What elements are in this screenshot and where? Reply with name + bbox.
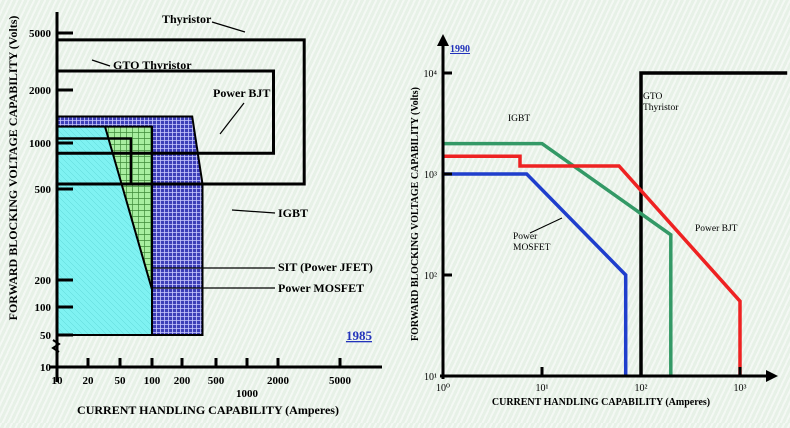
label-power-mosfet: Power xyxy=(513,232,538,242)
right-y-tick-label: 10³ xyxy=(424,170,437,181)
left-y-tick-label-10: 10 xyxy=(40,362,52,374)
left-x-tick-label-20: 20 xyxy=(83,375,95,387)
leader-gto-thyristor xyxy=(91,59,111,67)
right-y-tick-label: 10¹ xyxy=(424,372,437,383)
left-x-tick-label-5000: 5000 xyxy=(329,375,352,387)
right-x-tick-label: 10¹ xyxy=(536,383,549,394)
left-y-tick-label-500: 500 xyxy=(35,184,52,196)
left-x-tick-label-10: 10 xyxy=(52,375,64,387)
label-thyristor: Thyristor xyxy=(162,12,212,26)
label-sit-power-jfet: SIT (Power JFET) xyxy=(278,260,373,274)
left-x-tick-label-50: 50 xyxy=(115,375,127,387)
left-y-tick-label-50: 50 xyxy=(40,330,52,342)
right-x-tick-label: 10² xyxy=(635,383,648,394)
right-y-axis-label: FORWARD BLOCKING VOLTAGE CAPABILITY (Vol… xyxy=(410,87,421,341)
label-power-mosfet: Power MOSFET xyxy=(278,281,364,295)
left-year-label[interactable]: 1985 xyxy=(346,328,373,343)
left-axis-break xyxy=(51,339,61,353)
left-x-axis-label: CURRENT HANDLING CAPABILITY (Amperes) xyxy=(77,403,339,417)
label-igbt: IGBT xyxy=(508,114,530,124)
left-x-tick-label-100: 100 xyxy=(144,375,161,387)
label-gto-thyristor: GTO Thyristor xyxy=(113,58,192,72)
left-y-tick-label-5000: 5000 xyxy=(29,28,52,40)
left-y-tick-label-200: 200 xyxy=(35,275,52,287)
right-y-tick-label: 10⁴ xyxy=(424,69,438,80)
left-y-tick-label-2000: 2000 xyxy=(29,85,52,97)
left-x-tick-label-200: 200 xyxy=(174,375,191,387)
line-igbt xyxy=(443,141,673,376)
label-gto-thyristor-line2: Thyristor xyxy=(643,103,679,113)
label-gto-thyristor: GTO xyxy=(643,92,662,102)
right-x-tick-label: 10⁰ xyxy=(436,383,450,394)
leader-thyristor xyxy=(211,21,246,33)
left-y-tick-label-1000: 1000 xyxy=(29,138,52,150)
leader-igbt xyxy=(231,209,276,214)
label-power-bjt: Power BJT xyxy=(213,86,270,100)
leader-power-bjt xyxy=(219,102,245,135)
left-x-tick-label-500: 500 xyxy=(208,375,225,387)
label-power-bjt: Power BJT xyxy=(695,224,738,234)
right-x-arrow xyxy=(766,370,778,382)
right-year-label[interactable]: 1990 xyxy=(450,44,470,55)
label-power-mosfet-line2: MOSFET xyxy=(513,243,551,253)
right-axes xyxy=(437,34,778,382)
leader-power-mosfet xyxy=(529,217,563,234)
chart-1985: 5000 2000 1000 500 200 100 50 10 10 20 50 100 200 50… xyxy=(6,12,382,417)
left-y-tick-label-100: 100 xyxy=(35,302,52,314)
right-x-axis-label: CURRENT HANDLING CAPABILITY (Amperes) xyxy=(492,397,710,408)
left-y-axis-label: FORWARD BLOCKING VOLTAGE CAPABILITY (Vol… xyxy=(6,16,20,321)
label-igbt: IGBT xyxy=(278,206,308,220)
line-power-mosfet xyxy=(443,172,628,376)
right-x-tick-label: 10³ xyxy=(734,383,747,394)
right-y-tick-label: 10² xyxy=(424,271,437,282)
line-gto-thyristor xyxy=(639,71,788,376)
left-x-tick-label-2000: 2000 xyxy=(267,375,290,387)
left-x-tick-label-1000: 1000 xyxy=(236,388,259,400)
right-y-arrow xyxy=(437,34,449,46)
line-power-bjt xyxy=(443,154,742,376)
